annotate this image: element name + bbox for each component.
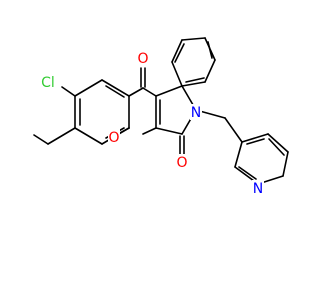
bond-40 — [282, 151, 289, 177]
atom-label-background — [176, 154, 188, 170]
atom-cl-0: Cl — [39, 74, 57, 91]
bond-20 — [155, 85, 183, 97]
bond-12 — [128, 87, 144, 97]
atom-o-1: O — [137, 50, 149, 67]
bond-30 — [204, 59, 216, 83]
atom-label-background — [252, 180, 264, 196]
bond-23 — [155, 127, 183, 135]
bond-0 — [47, 127, 76, 145]
atom-label-background — [137, 50, 149, 66]
atom-n-4: N — [190, 104, 202, 121]
atom-o-3: O — [176, 154, 188, 171]
bond-37 — [234, 141, 243, 168]
bond-layer — [33, 37, 289, 185]
bond-16 — [119, 127, 130, 134]
bond-10 — [61, 86, 76, 97]
atom-label: O — [108, 130, 119, 146]
bond-41 — [267, 133, 289, 153]
atom-label-background — [108, 129, 120, 145]
bond-36 — [224, 117, 243, 143]
bond-44 — [268, 138, 285, 156]
atom-label: O — [176, 155, 187, 171]
bond-2 — [74, 79, 103, 97]
bond-42 — [241, 133, 269, 143]
bond-45 — [246, 138, 265, 145]
bond-11 — [33, 134, 49, 145]
atom-label: O — [137, 51, 148, 67]
bond-43 — [238, 166, 257, 180]
bond-26 — [171, 61, 183, 87]
atom-label: Cl — [41, 75, 55, 91]
bond-27 — [171, 39, 183, 63]
bond-32 — [174, 43, 185, 63]
bond-33 — [207, 41, 213, 59]
bond-3 — [101, 79, 130, 97]
atom-label: N — [191, 105, 201, 121]
bond-6 — [74, 127, 103, 145]
bond-31 — [181, 81, 206, 87]
bond-15 — [142, 127, 157, 135]
bond-34 — [185, 77, 205, 83]
bond-8 — [105, 85, 125, 98]
atom-label: N — [253, 181, 263, 197]
atom-label-background — [190, 104, 202, 120]
bond-28 — [181, 37, 206, 41]
atom-n-5: N — [252, 180, 264, 197]
bond-13 — [142, 87, 157, 97]
atom-o-2: O — [108, 129, 120, 146]
atom-label-background — [39, 74, 57, 90]
